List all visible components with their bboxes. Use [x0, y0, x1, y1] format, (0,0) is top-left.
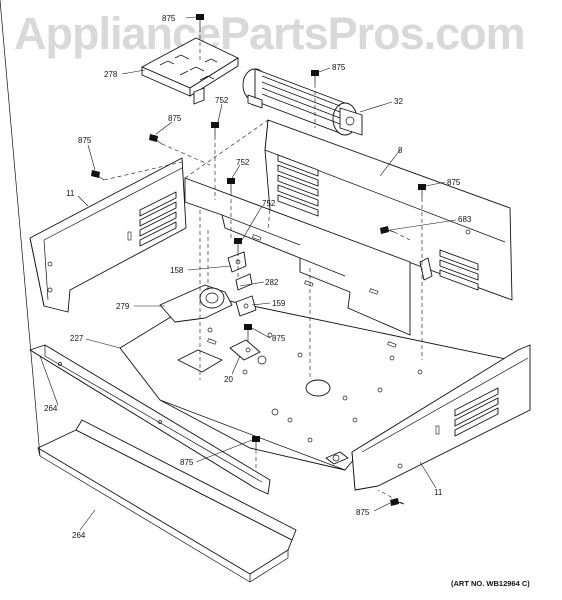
callout-159: 159 — [272, 299, 286, 308]
art-number: (ART NO. WB12964 C) — [451, 579, 530, 588]
screw-752b — [227, 178, 235, 192]
callout-32: 32 — [394, 97, 403, 106]
callout-227: 227 — [70, 334, 84, 343]
screw-875e — [418, 184, 426, 198]
screw-875g — [252, 436, 260, 450]
callout-752: 752 — [236, 158, 250, 167]
left-side-panel — [29, 157, 187, 313]
callout-279: 279 — [116, 302, 130, 311]
blower-motor — [242, 68, 363, 136]
screw-875f — [244, 324, 252, 338]
callout-875: 875 — [272, 334, 286, 343]
baffle — [184, 177, 411, 336]
front-trim-lower — [0, 0, 297, 583]
callout-752: 752 — [262, 199, 276, 208]
callout-264: 264 — [44, 404, 58, 413]
right-side-panel — [351, 344, 531, 491]
blower-cover — [141, 37, 239, 105]
callout-875: 875 — [180, 458, 194, 467]
screw-875h — [390, 498, 405, 506]
screw-875d — [91, 170, 105, 181]
callout-752: 752 — [215, 96, 229, 105]
leader-lines — [39, 16, 457, 531]
callout-20: 20 — [224, 375, 233, 384]
callout-labels: 875 278 875 32 752 875 875 752 8 875 11 … — [44, 14, 530, 588]
door-lock-assembly — [159, 251, 267, 365]
assembly-lines — [103, 28, 423, 505]
callout-875: 875 — [332, 63, 346, 72]
callout-11: 11 — [66, 189, 75, 198]
callout-282: 282 — [265, 278, 279, 287]
callout-875: 875 — [162, 14, 176, 23]
callout-875: 875 — [78, 136, 92, 145]
screw-875c — [149, 134, 163, 145]
callout-875: 875 — [356, 508, 370, 517]
screw-752c — [234, 238, 242, 252]
callout-8: 8 — [398, 146, 403, 155]
callout-875: 875 — [447, 178, 461, 187]
rear-panel — [264, 119, 513, 301]
screw-752a — [211, 122, 219, 136]
callout-264: 264 — [72, 531, 86, 540]
callout-875: 875 — [168, 114, 182, 123]
screw-875b — [311, 70, 319, 84]
screws — [91, 14, 426, 506]
screw-683 — [380, 226, 395, 234]
callout-11: 11 — [434, 488, 443, 497]
callout-683: 683 — [458, 215, 472, 224]
screw-875a — [196, 14, 204, 28]
callout-158: 158 — [170, 266, 184, 275]
watermark: AppliancePartsPros.com — [14, 8, 526, 59]
callout-278: 278 — [104, 70, 118, 79]
